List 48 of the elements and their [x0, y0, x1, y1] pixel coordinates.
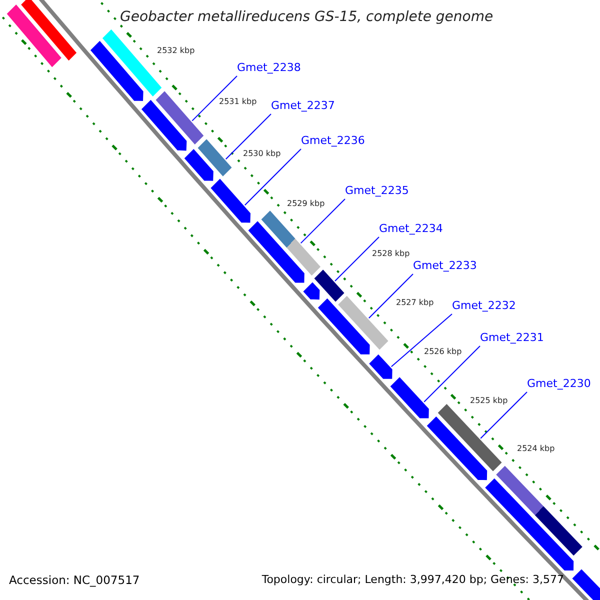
gene-label: Gmet_2230: [527, 378, 591, 391]
gene-feature: [316, 296, 371, 356]
gene-label: Gmet_2235: [345, 185, 409, 198]
gene-label: Gmet_2238: [237, 62, 301, 75]
scale-label: 2532 kbp: [157, 46, 195, 56]
scale-label: 2529 kbp: [287, 199, 325, 208]
gene-label: Gmet_2236: [301, 135, 365, 148]
gene-feature: [140, 98, 188, 152]
gene-bar: [260, 209, 322, 278]
gene-feature: [426, 415, 488, 482]
gene-feature: [246, 220, 306, 284]
scale-label: 2524 kbp: [517, 444, 555, 454]
gene-label: Gmet_2231: [480, 332, 544, 345]
scale-label: 2531 kbp: [219, 97, 257, 106]
leader-line: [390, 314, 452, 368]
gene-label: Gmet_2234: [379, 223, 443, 236]
leader-line: [480, 392, 528, 439]
leader-line: [424, 346, 480, 402]
gene-label: Gmet_2232: [452, 300, 516, 313]
gene-feature: [209, 177, 252, 224]
gene-feature: [183, 148, 214, 182]
gene-bar: [312, 268, 346, 304]
gene-feature: [89, 39, 144, 102]
gene-bar: [20, 0, 78, 62]
gene-feature: [302, 280, 321, 301]
gene-label: Gmet_2237: [271, 100, 335, 113]
gene-feature: [484, 476, 575, 572]
leader-line: [192, 76, 238, 122]
gene-bar: [494, 464, 584, 558]
leader-line: [244, 148, 302, 206]
gene-feature: [570, 568, 600, 600]
gene-bar: [196, 138, 234, 178]
title: Geobacter metallireducens GS-15, complete genome: [120, 9, 494, 26]
scale-label: 2530 kbp: [243, 149, 281, 158]
footer-text: Accession: NC_007517: [9, 574, 140, 588]
gene-bar: [154, 90, 205, 146]
footer-text: Topology: circular; Length: 3,997,420 bp; Genes: 3,577: [262, 574, 564, 587]
gene-bar: [336, 294, 390, 352]
leader-line: [225, 114, 272, 160]
leader-line: [334, 236, 380, 282]
gene-feature: [368, 352, 394, 380]
scale-label: 2528 kbp: [372, 249, 410, 258]
scale-label: 2526 kbp: [424, 347, 462, 356]
gene-label: Gmet_2233: [413, 260, 477, 273]
gene-feature: [388, 376, 430, 420]
scale-label: 2527 kbp: [396, 298, 434, 308]
gene-bar: [6, 3, 63, 69]
scale-label: 2525 kbp: [470, 396, 508, 406]
